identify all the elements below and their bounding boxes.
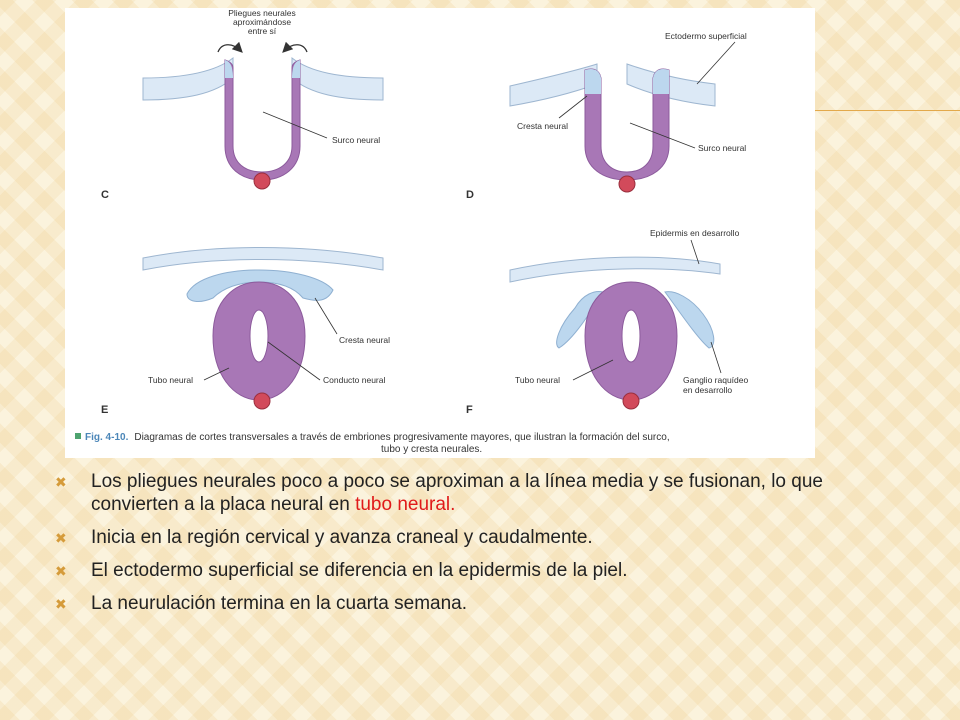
label-epidermis: Epidermis en desarrollo bbox=[650, 228, 740, 238]
caption-fig-number: Fig. 4-10. bbox=[85, 432, 129, 443]
label-cresta-d: Cresta neural bbox=[517, 121, 568, 131]
panel-label-d: D bbox=[466, 189, 474, 201]
bullet-item-2: ✖ Inicia en la región cervical y avanza … bbox=[55, 526, 915, 549]
figure-caption: Fig. 4-10. Diagramas de cortes transversa… bbox=[75, 432, 810, 456]
panel-label-c: C bbox=[101, 189, 109, 201]
cross-bullet-icon: ✖ bbox=[55, 474, 67, 490]
bullet-item-3: ✖ El ectodermo superficial se diferencia… bbox=[55, 559, 915, 582]
bullet-2-text: Inicia en la región cervical y avanza cr… bbox=[91, 527, 593, 548]
cross-bullet-icon: ✖ bbox=[55, 596, 67, 612]
label-conducto: Conducto neural bbox=[323, 375, 385, 385]
label-surco-c: Surco neural bbox=[332, 135, 380, 145]
label-tubo-f: Tubo neural bbox=[515, 375, 560, 385]
bullet-list: ✖ Los pliegues neurales poco a poco se a… bbox=[55, 470, 915, 625]
bullet-3-text: El ectodermo superficial se diferencia e… bbox=[91, 560, 628, 581]
bullet-4-text: La neurulación termina en la cuarta sema… bbox=[91, 593, 468, 614]
caption-square-icon bbox=[75, 433, 81, 439]
label-surco-d: Surco neural bbox=[698, 143, 746, 153]
bullet-item-1: ✖ Los pliegues neurales poco a poco se a… bbox=[55, 470, 915, 516]
panel-f bbox=[509, 239, 722, 410]
panel-e bbox=[142, 247, 384, 410]
notochord-c bbox=[253, 172, 271, 190]
decorative-rule bbox=[815, 110, 960, 111]
notochord-d bbox=[618, 175, 636, 193]
label-cresta-e: Cresta neural bbox=[339, 335, 390, 345]
cross-bullet-icon: ✖ bbox=[55, 530, 67, 546]
bullet-1-highlight: tubo neural. bbox=[355, 494, 456, 515]
caption-line-2: tubo y cresta neurales. bbox=[381, 444, 483, 455]
notochord-e bbox=[253, 392, 271, 410]
caption-line-1: Diagramas de cortes transversales a trav… bbox=[134, 432, 670, 443]
label-ecto: Ectodermo superficial bbox=[665, 31, 747, 41]
notochord-f bbox=[622, 392, 640, 410]
cross-bullet-icon: ✖ bbox=[55, 563, 67, 579]
panel-label-e: E bbox=[101, 404, 108, 416]
bullet-item-4: ✖ La neurulación termina en la cuarta se… bbox=[55, 592, 915, 615]
panel-d bbox=[509, 41, 736, 193]
panel-c bbox=[142, 41, 384, 190]
bullet-1-text: Los pliegues neurales poco a poco se apr… bbox=[91, 471, 823, 515]
panel-label-f: F bbox=[466, 404, 473, 416]
label-tubo-e: Tubo neural bbox=[148, 375, 193, 385]
